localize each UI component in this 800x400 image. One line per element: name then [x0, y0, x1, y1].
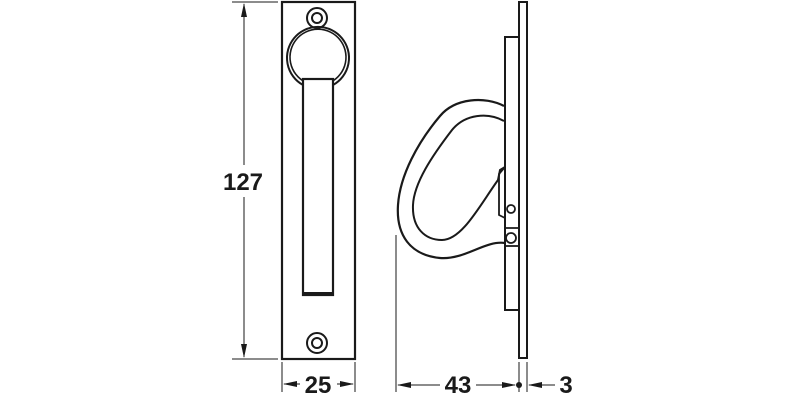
projection-dimension-label: 43 [445, 372, 472, 399]
ring-handle-inner [411, 114, 506, 242]
height-dimension-label: 127 [223, 169, 263, 196]
pivot-pin-icon [505, 232, 517, 244]
front-view [280, 0, 357, 361]
side-view [396, 1, 528, 359]
thickness-dimension-label: 3 [559, 372, 572, 399]
side-plate [518, 1, 528, 359]
handle-bar [301, 77, 335, 297]
width-dimension [281, 362, 356, 392]
bottom-screw-hole-icon [306, 332, 328, 354]
top-screw-hole-icon [306, 7, 328, 29]
width-dimension-label: 25 [305, 372, 332, 399]
hinge-bracket [498, 166, 518, 229]
ring-handle-outer [396, 99, 506, 260]
ring-pivot [286, 25, 350, 86]
hinge-pin-icon [506, 204, 516, 214]
front-plate [280, 0, 357, 361]
projection-dimension [395, 235, 555, 392]
height-dimension [232, 1, 278, 360]
inner-plate [504, 36, 519, 311]
